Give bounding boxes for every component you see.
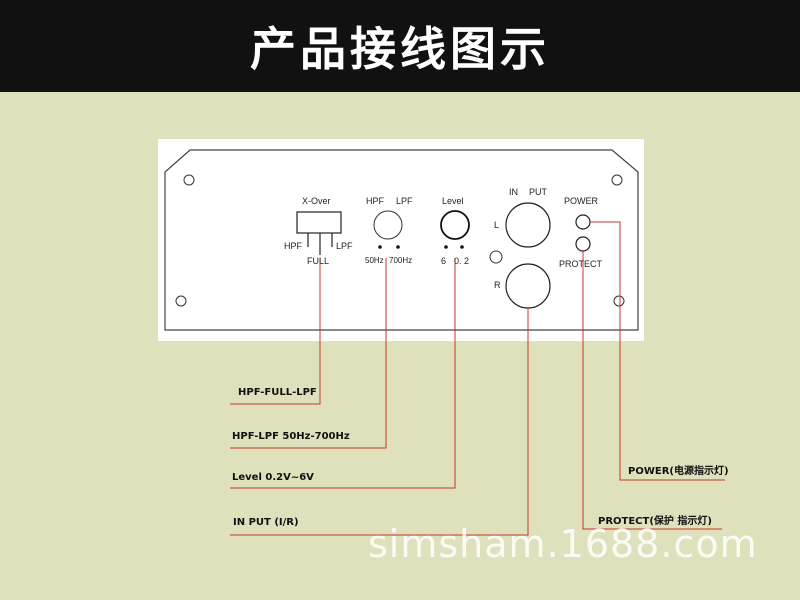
filter-knob xyxy=(373,210,403,240)
input-left-label: L xyxy=(494,220,500,230)
power-led xyxy=(575,214,591,230)
callout-xover: HPF-FULL-LPF xyxy=(238,387,317,398)
mounting-hole xyxy=(183,174,195,186)
input-right-label: R xyxy=(494,280,501,290)
leader-lines xyxy=(230,221,725,536)
filter-hpf-label: HPF xyxy=(366,196,384,206)
power-label: POWER xyxy=(564,196,599,206)
callout-input: IN PUT (I/R) xyxy=(233,517,299,528)
filter-low-label: 50Hz xyxy=(365,256,384,265)
callout-power: POWER(电源指示灯) xyxy=(628,466,729,477)
rca-input-right xyxy=(505,263,551,309)
xover-full-label: FULL xyxy=(307,256,330,266)
mounting-hole xyxy=(611,174,623,186)
page-title: 产品接线图示 xyxy=(0,0,800,92)
level-min-label: 6 xyxy=(441,256,447,266)
protect-label: PROTECT xyxy=(559,259,603,269)
small-hole xyxy=(489,250,503,264)
mounting-hole xyxy=(613,295,625,307)
rca-input-left xyxy=(505,202,551,248)
panel-outline xyxy=(164,149,639,331)
xover-switch xyxy=(296,211,342,234)
level-knob xyxy=(440,210,470,240)
level-heading: Level xyxy=(442,196,464,206)
input-heading-put: PUT xyxy=(529,187,547,197)
callout-level: Level 0.2V~6V xyxy=(232,472,314,483)
amplifier-panel xyxy=(158,139,644,341)
callout-filter: HPF-LPF 50Hz-700Hz xyxy=(232,431,350,442)
callout-protect: PROTECT(保护 指示灯) xyxy=(598,516,712,527)
filter-lpf-label: LPF xyxy=(396,196,413,206)
level-max-label: 0. 2 xyxy=(454,256,470,266)
input-heading-in: IN xyxy=(509,187,518,197)
protect-led xyxy=(575,236,591,252)
xover-lpf-label: LPF xyxy=(336,241,353,251)
filter-high-label: 700Hz xyxy=(389,256,413,265)
watermark: simsham.1688.com xyxy=(368,522,758,566)
xover-heading: X-Over xyxy=(302,196,331,206)
xover-hpf-label: HPF xyxy=(284,241,302,251)
mounting-hole xyxy=(175,295,187,307)
